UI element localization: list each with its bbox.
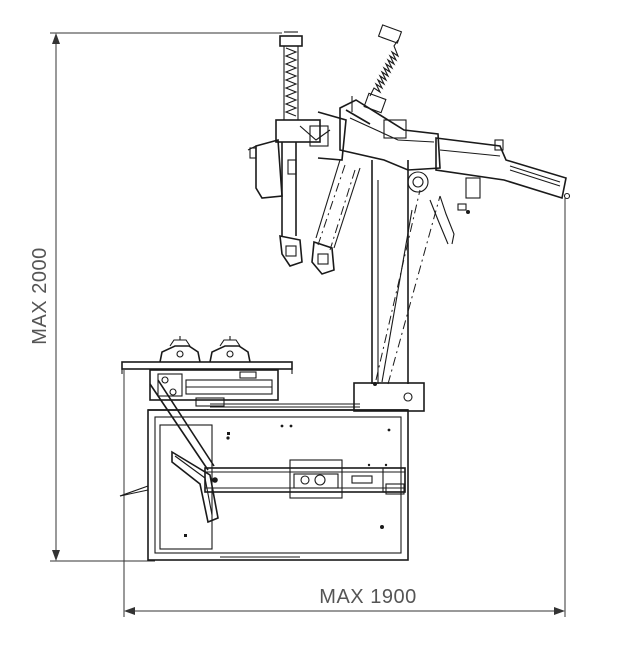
bead-breaker-rail	[204, 459, 406, 499]
dim-arrow-left	[124, 607, 135, 615]
dim-arrow-bottom	[52, 550, 60, 561]
column-head	[339, 99, 571, 245]
width-dimension-label: MAX 1900	[319, 586, 416, 608]
dim-arrow-right	[554, 607, 565, 615]
bead-breaker-arm	[119, 379, 219, 524]
height-dimension: MAX 2000	[29, 32, 282, 562]
base-cabinet	[147, 403, 409, 561]
height-dimension-label: MAX 2000	[29, 247, 51, 344]
dim-arrow-top	[52, 33, 60, 44]
width-dimension: MAX 1900	[123, 198, 566, 617]
helper-arm-vertical	[247, 31, 347, 267]
turntable	[121, 336, 293, 407]
mounting-arm-tilted	[311, 24, 403, 275]
column-post	[353, 160, 441, 412]
